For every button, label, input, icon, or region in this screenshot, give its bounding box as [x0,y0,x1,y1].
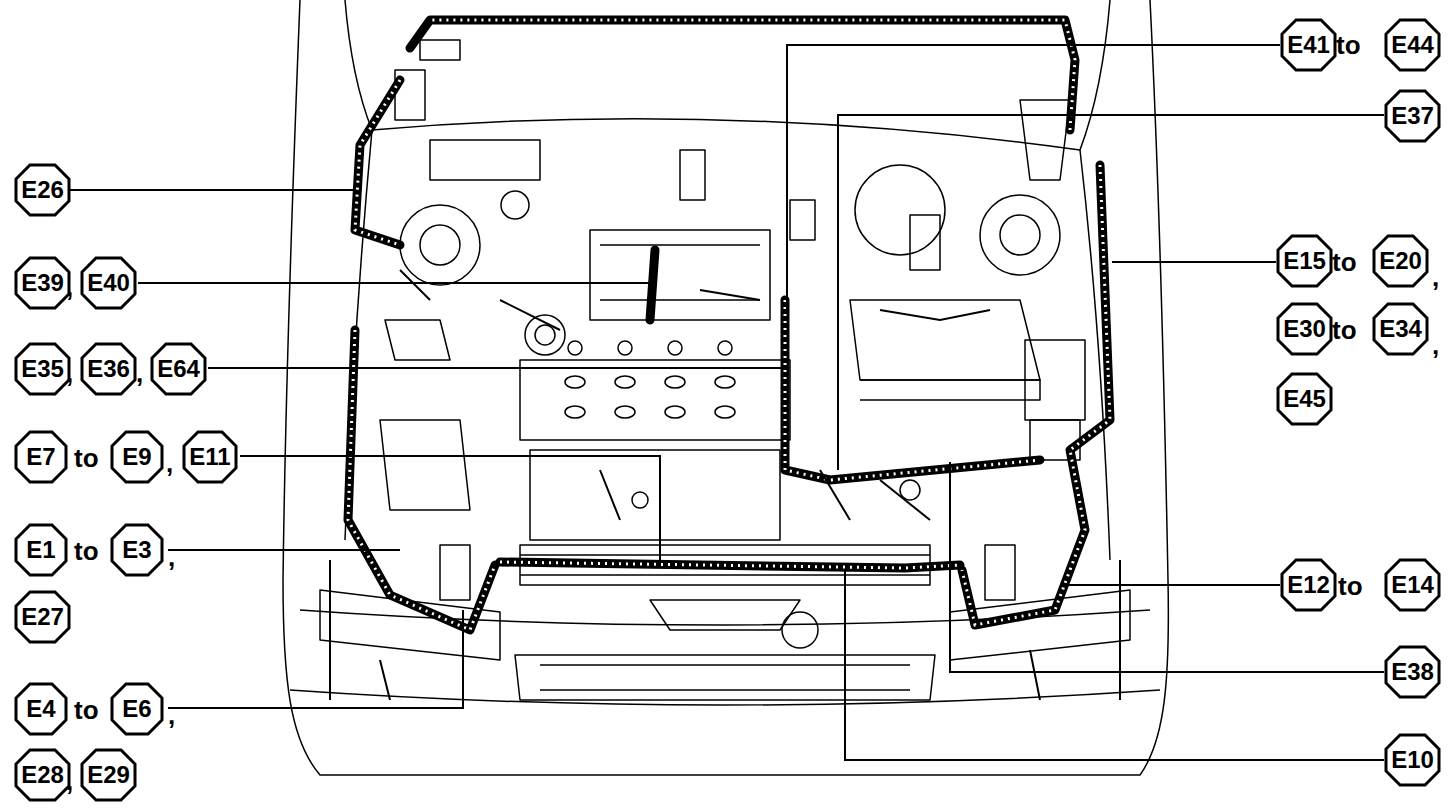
callout-octagon: E10 [1384,733,1441,787]
range-connector-text: , [136,358,143,388]
callout-number: E30 [1276,302,1333,343]
callout-number: E20 [1372,234,1429,275]
callout-octagon: E41 [1280,18,1337,72]
range-connector-text: , [1432,330,1439,360]
range-connector-text: to [74,443,99,473]
callout-octagon: E7 [14,430,68,484]
range-connector-text: , [66,272,73,302]
callout-number: E35 [14,342,71,383]
callout-number: E29 [80,748,137,789]
range-connector-text: to [1332,247,1357,277]
callout-octagon: E40 [80,256,137,310]
callout-octagon: E35 [14,342,71,396]
callout-number: E11 [182,430,238,471]
callout-number: E27 [14,590,71,631]
range-connector-text: to [74,695,99,725]
callout-octagon: E28 [14,748,71,802]
callout-number: E7 [14,430,68,471]
callout-octagon: E36 [80,342,137,396]
callout-octagon: E44 [1384,18,1441,72]
callout-octagon: E14 [1384,558,1441,612]
callout-octagon: E34 [1372,302,1429,356]
callout-octagon: E11 [182,430,238,484]
range-connector-text: to [1336,30,1361,60]
callout-number: E6 [110,682,164,723]
callout-octagon: E12 [1280,558,1337,612]
range-connector-text: , [166,448,173,478]
callout-number: E64 [150,342,207,383]
callout-number: E26 [14,163,71,204]
callout-number: E37 [1384,89,1441,130]
callout-number: E15 [1276,234,1333,275]
callout-number: E36 [80,342,137,383]
range-connector-text: to [74,536,99,566]
range-connector-text: to [1338,571,1363,601]
callout-number: E4 [14,682,68,723]
range-connector-text: to [1332,315,1357,345]
callout-number: E34 [1372,302,1429,343]
callout-number: E14 [1384,558,1441,599]
callout-number: E40 [80,256,137,297]
range-connector-text: , [66,766,73,796]
callout-number: E41 [1280,18,1337,59]
callout-octagon: E29 [80,748,137,802]
callout-octagon: E20 [1372,234,1429,288]
callout-number: E44 [1384,18,1441,59]
callout-number: E9 [110,430,164,471]
callout-number: E39 [14,256,71,297]
callout-octagon: E30 [1276,302,1333,356]
callout-number: E28 [14,748,71,789]
callout-number: E38 [1384,645,1441,686]
callout-octagon: E3 [110,523,164,577]
callout-number: E1 [14,523,68,564]
callout-octagon: E45 [1276,372,1333,426]
callout-octagon: E37 [1384,89,1441,143]
callout-number: E10 [1384,733,1441,774]
callout-octagon: E27 [14,590,71,644]
range-connector-text: , [1432,262,1439,292]
callout-octagon: E1 [14,523,68,577]
callout-octagon: E38 [1384,645,1441,699]
range-connector-text: , [66,358,73,388]
callout-octagon: E26 [14,163,71,217]
range-connector-text: , [168,700,175,730]
callout-octagon: E39 [14,256,71,310]
callout-octagon: E9 [110,430,164,484]
callout-octagon: E15 [1276,234,1333,288]
range-connector-text: , [168,542,175,572]
callout-number: E45 [1276,372,1333,413]
callout-octagon: E4 [14,682,68,736]
callout-number: E3 [110,523,164,564]
callout-number: E12 [1280,558,1337,599]
callout-octagon: E64 [150,342,207,396]
callout-octagon: E6 [110,682,164,736]
